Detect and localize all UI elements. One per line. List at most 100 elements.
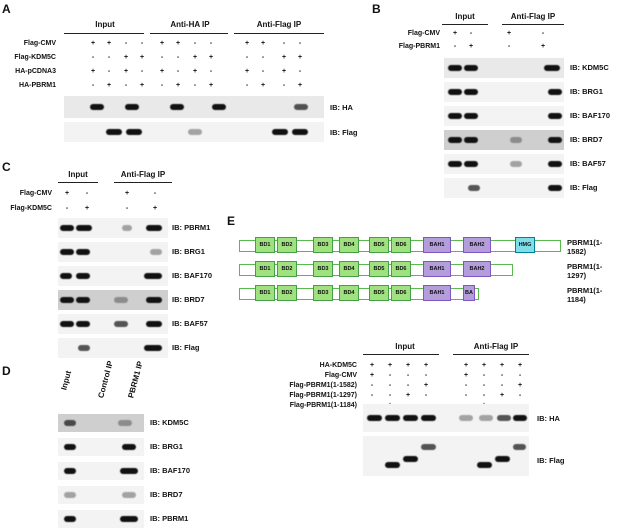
condition-symbol: +	[506, 30, 512, 37]
condition-symbol: -	[298, 40, 302, 47]
domain-box: BD6	[391, 261, 411, 277]
domain-box: BD4	[339, 285, 359, 301]
band	[548, 89, 562, 95]
condition-symbol: +	[90, 68, 96, 75]
condition-symbol: +	[540, 43, 546, 50]
condition-symbol: -	[245, 82, 249, 89]
condition-label: Flag-PBRM1	[398, 43, 440, 50]
band	[76, 321, 90, 327]
condition-label: Flag-CMV	[19, 190, 52, 197]
panel-a-blot-flag	[64, 122, 324, 142]
condition-symbol: -	[91, 54, 95, 61]
band	[448, 161, 462, 167]
condition-symbol: -	[453, 43, 457, 50]
ib-label: IB: BAF170	[172, 271, 213, 280]
condition-symbol: -	[125, 205, 129, 212]
condition-symbol: +	[463, 362, 469, 369]
band	[188, 129, 202, 135]
band	[548, 113, 562, 119]
band	[464, 113, 478, 119]
panel-a-group-ha-ip: Anti-HA IP	[170, 20, 210, 29]
band	[64, 516, 76, 522]
panel-b: B Input Anti-Flag IP Flag-CMV+-+-Flag-PB…	[370, 0, 617, 205]
band	[146, 297, 162, 303]
condition-symbol: -	[160, 54, 164, 61]
condition-symbol: -	[482, 382, 486, 389]
band	[144, 273, 162, 279]
condition-symbol: +	[260, 82, 266, 89]
band	[76, 297, 90, 303]
blot-strip	[58, 486, 144, 504]
condition-label: Flag-CMV	[23, 40, 56, 47]
band	[548, 185, 562, 191]
condition-symbol: +	[175, 40, 181, 47]
band	[292, 129, 308, 135]
ib-label: IB: BAF170	[570, 111, 611, 120]
condition-symbol: -	[469, 30, 473, 37]
panel-e-group-input: Input	[395, 342, 415, 351]
protein-backbone	[239, 288, 479, 300]
panel-a-ib-flag: IB: Flag	[330, 128, 358, 137]
band	[513, 444, 526, 450]
band	[106, 129, 122, 135]
band	[385, 415, 400, 421]
band	[146, 321, 162, 327]
band	[76, 225, 92, 231]
domain-box: BD1	[255, 237, 275, 253]
band	[448, 137, 462, 143]
condition-symbol: -	[370, 382, 374, 389]
condition-symbol: +	[452, 30, 458, 37]
condition-symbol: -	[153, 190, 157, 197]
blot-strip	[444, 82, 564, 102]
panel-e-blot-ha	[363, 404, 529, 432]
condition-symbol: +	[192, 54, 198, 61]
condition-symbol: +	[405, 362, 411, 369]
band	[125, 104, 139, 110]
blot-strip	[444, 130, 564, 150]
condition-symbol: +	[423, 362, 429, 369]
band	[122, 225, 132, 231]
condition-symbol: -	[500, 382, 504, 389]
band	[144, 345, 162, 351]
ib-label: IB: Flag	[172, 343, 200, 352]
band	[403, 415, 418, 421]
ib-label: IB: BRG1	[172, 247, 205, 256]
condition-symbol: -	[518, 392, 522, 399]
condition-symbol: -	[464, 382, 468, 389]
blot-strip	[444, 58, 564, 78]
condition-label: HA-pCDNA3	[15, 68, 56, 75]
condition-symbol: -	[124, 82, 128, 89]
band	[459, 415, 473, 421]
condition-symbol: +	[64, 190, 70, 197]
condition-symbol: +	[90, 40, 96, 47]
condition-symbol: +	[208, 82, 214, 89]
condition-symbol: -	[388, 392, 392, 399]
band	[421, 444, 436, 450]
condition-symbol: -	[518, 372, 522, 379]
domain-box: BAH1	[423, 261, 451, 277]
band	[464, 137, 478, 143]
band	[76, 249, 90, 255]
condition-symbol: +	[517, 362, 523, 369]
band	[146, 225, 162, 231]
band	[60, 249, 74, 255]
domain-box: BD2	[277, 261, 297, 277]
condition-symbol: -	[406, 372, 410, 379]
condition-symbol: +	[106, 82, 112, 89]
ib-label: IB: BRG1	[150, 442, 183, 451]
band	[120, 468, 138, 474]
band	[122, 444, 136, 450]
condition-symbol: +	[139, 82, 145, 89]
condition-label: Flag-PBRM1(1-1582)	[289, 382, 357, 389]
condition-symbol: -	[261, 68, 265, 75]
blot-strip	[444, 106, 564, 126]
band	[477, 462, 492, 468]
blot-strip	[58, 338, 168, 358]
condition-symbol: +	[405, 392, 411, 399]
condition-symbol: +	[281, 54, 287, 61]
panel-a-group-input: Input	[95, 20, 115, 29]
blot-strip	[444, 178, 564, 198]
domain-box: BD1	[255, 285, 275, 301]
condition-symbol: +	[208, 54, 214, 61]
band	[60, 297, 74, 303]
